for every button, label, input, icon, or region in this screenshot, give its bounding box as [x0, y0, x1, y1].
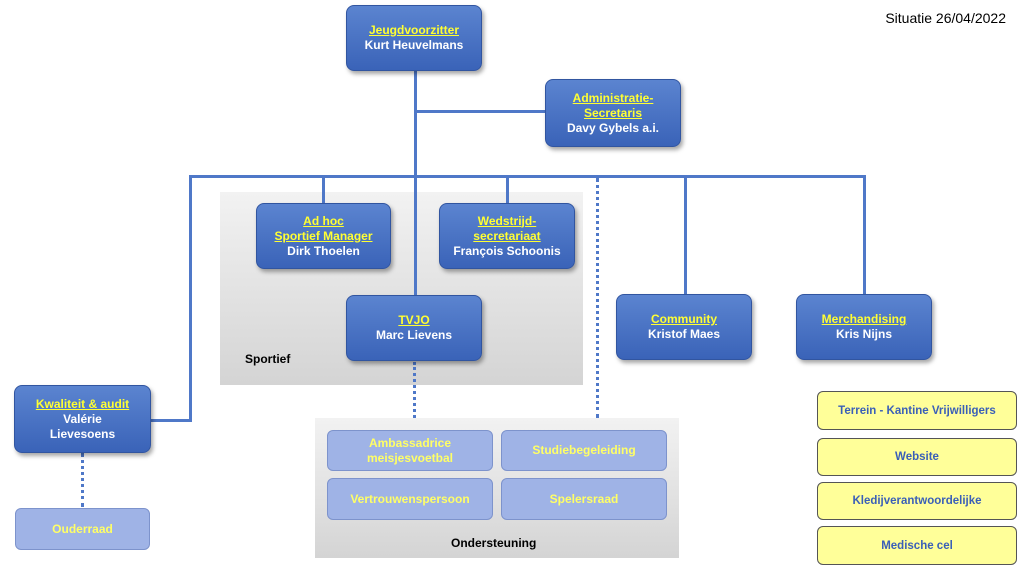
jeugdvoorzitter-box: Jeugdvoorzitter Kurt Heuvelmans [346, 5, 482, 71]
community-role: Community [651, 312, 717, 326]
connector-wedstrijd [506, 175, 509, 203]
vertrouwenspersoon-box: Vertrouwenspersoon [327, 478, 493, 520]
merchandising-role: Merchandising [821, 312, 907, 326]
connector-kwaliteit-vertical [189, 175, 192, 422]
connector-community [684, 175, 687, 295]
kwaliteit-role: Kwaliteit & audit [35, 396, 130, 411]
tvjo-box: TVJO Marc Lievens [346, 295, 482, 361]
ondersteuning-label: Ondersteuning [451, 536, 537, 550]
kwaliteit-box: Kwaliteit & audit Valérie Lievesoens [14, 385, 151, 453]
connector-main-horizontal [189, 175, 686, 178]
tvjo-person: Marc Lievens [375, 328, 453, 342]
administratie-role-line2: Secretaris [583, 105, 643, 120]
jeugdvoorzitter-role: Jeugdvoorzitter [368, 23, 459, 37]
wedstrijdsecretariaat-person: François Schoonis [453, 243, 561, 258]
administratie-role-line1: Administratie- [572, 90, 654, 105]
connector-merch-horizontal [686, 175, 865, 178]
connector-kwaliteit-horizontal [151, 419, 192, 422]
spelersraad-box: Spelersraad [501, 478, 667, 520]
administratie-person: Davy Gybels a.i. [566, 120, 660, 135]
merchandising-box: Merchandising Kris Nijns [796, 294, 932, 360]
administratie-box: Administratie- Secretaris Davy Gybels a.… [545, 79, 681, 147]
merchandising-person: Kris Nijns [835, 327, 892, 341]
ambassadrice-line2: meisjesvoetbal [366, 450, 454, 465]
connector-sportief-manager [322, 175, 325, 203]
situation-date: Situatie 26/04/2022 [885, 10, 1006, 26]
wedstrijdsecretariaat-role-line1: Wedstrijd- [477, 213, 537, 228]
kwaliteit-person-line1: Valérie [63, 411, 102, 426]
sportief-manager-person: Dirk Thoelen [287, 243, 360, 258]
sportief-manager-box: Ad hoc Sportief Manager Dirk Thoelen [256, 203, 391, 269]
sportief-label: Sportief [245, 352, 291, 366]
community-person: Kristof Maes [647, 327, 721, 341]
studiebegeleiding-box: Studiebegeleiding [501, 430, 667, 471]
volunteer-website: Website [817, 438, 1017, 476]
connector-merchandising [863, 175, 866, 295]
volunteer-kledij: Kledijverantwoordelijke [817, 482, 1017, 520]
dotted-connector-center [596, 178, 599, 418]
kwaliteit-person-line2: Lievesoens [49, 426, 116, 441]
tvjo-role: TVJO [398, 313, 430, 327]
wedstrijdsecretariaat-role-line2: secretariaat [473, 228, 541, 243]
ambassadrice-box: Ambassadrice meisjesvoetbal [327, 430, 493, 471]
volunteer-medische-cel: Medische cel [817, 526, 1017, 565]
volunteer-terrein-kantine: Terrein - Kantine Vrijwilligers [817, 391, 1017, 430]
dotted-connector-tvjo [413, 362, 416, 418]
sportief-manager-role-line1: Ad hoc [303, 213, 344, 228]
sportief-manager-role-line2: Sportief Manager [274, 228, 373, 243]
community-box: Community Kristof Maes [616, 294, 752, 360]
ambassadrice-line1: Ambassadrice [368, 435, 452, 450]
ouderraad-box: Ouderraad [15, 508, 150, 550]
jeugdvoorzitter-person: Kurt Heuvelmans [364, 38, 464, 52]
connector-admin-horizontal [414, 110, 546, 113]
wedstrijdsecretariaat-box: Wedstrijd- secretariaat François Schooni… [439, 203, 575, 269]
dotted-connector-ouderraad [81, 453, 84, 507]
connector-main-vertical [414, 71, 417, 296]
